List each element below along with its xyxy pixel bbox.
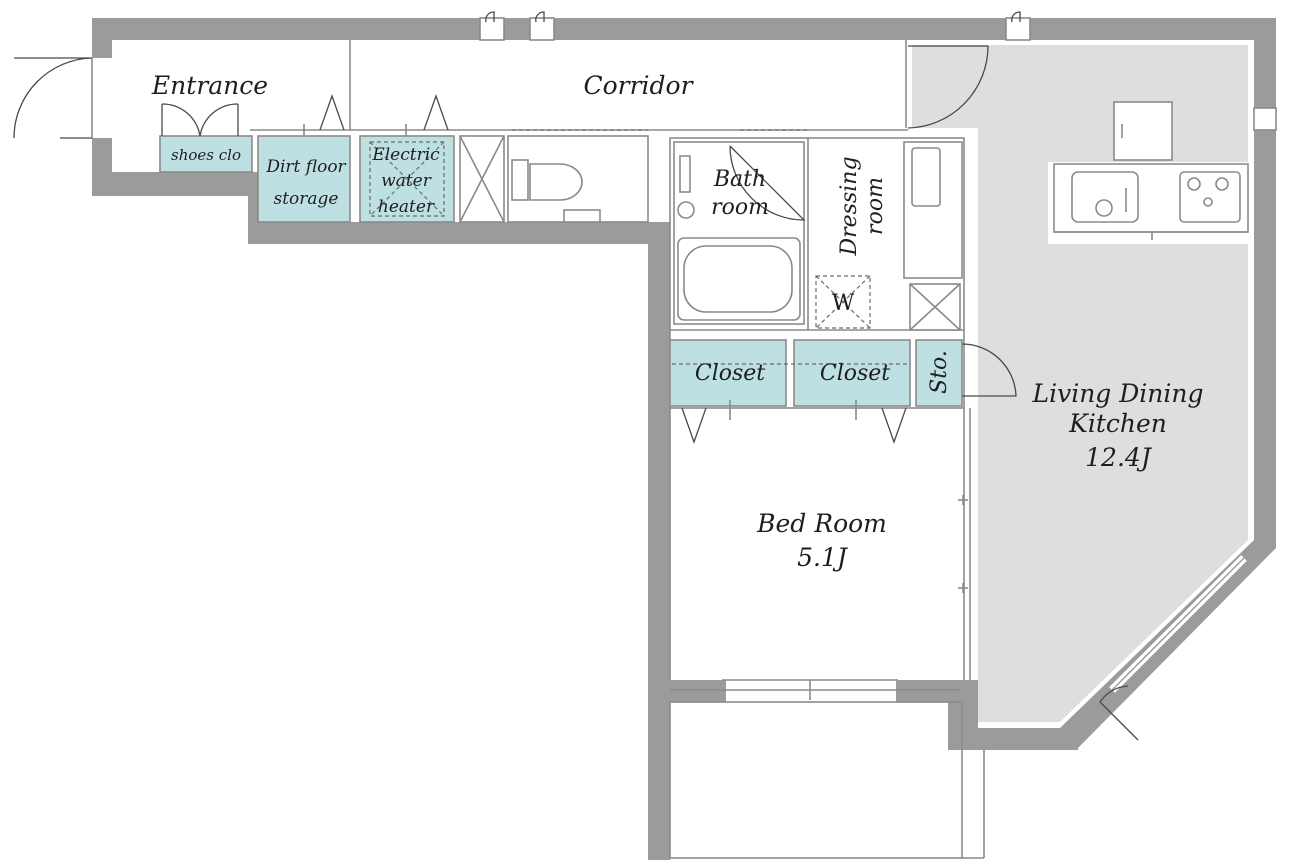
label-dirt-floor-storage-1: Dirt floor	[265, 157, 346, 177]
label-storage-group: Sto.	[927, 350, 952, 394]
dirt-floor-storage	[257, 94, 351, 223]
label-entrance: Entrance	[151, 71, 268, 100]
label-storage: Sto.	[927, 350, 952, 394]
label-closet-left: Closet	[695, 361, 765, 386]
bedroom-sliding-door	[958, 495, 968, 593]
label-water-heater-2: water	[381, 171, 432, 191]
label-bed-room-2: 5.1J	[797, 543, 849, 572]
top-window-markers	[479, 11, 1277, 131]
label-closet-right: Closet	[820, 361, 890, 386]
shaft	[459, 135, 505, 223]
label-corridor: Corridor	[583, 71, 694, 100]
label-bath-2: room	[711, 195, 769, 220]
label-ldk-3: 12.4J	[1085, 443, 1153, 472]
closets	[669, 339, 1017, 444]
label-bed-room-1: Bed Room	[756, 509, 887, 538]
entrance-door	[13, 57, 114, 139]
label-washer: W	[832, 291, 855, 316]
outer-walls	[92, 18, 1276, 860]
electric-water-heater	[359, 94, 455, 223]
shoes-closet	[159, 103, 253, 173]
fridge	[1113, 101, 1173, 161]
label-dressing-room: Dressing room	[837, 156, 888, 256]
label-bath-1: Bath	[713, 167, 766, 192]
ldk-door	[907, 45, 989, 129]
toilet-room	[507, 129, 649, 223]
label-ldk-1: Living Dining	[1031, 379, 1203, 408]
ldk-floor	[912, 45, 1248, 722]
label-water-heater-1: Electric	[371, 145, 440, 165]
label-dirt-floor-storage-2: storage	[274, 189, 339, 209]
label-shoes-closet: shoes clo	[171, 146, 241, 164]
dressing-room	[740, 129, 963, 331]
diagonal-window	[1099, 555, 1247, 741]
label-dressing-1: Dressing	[837, 156, 862, 256]
bath-room	[673, 141, 806, 325]
label-water-heater-3: heater	[378, 197, 435, 217]
label-dressing-2: room	[863, 177, 888, 235]
label-ldk-2: Kitchen	[1068, 409, 1167, 438]
kitchen-counter	[1053, 163, 1249, 240]
